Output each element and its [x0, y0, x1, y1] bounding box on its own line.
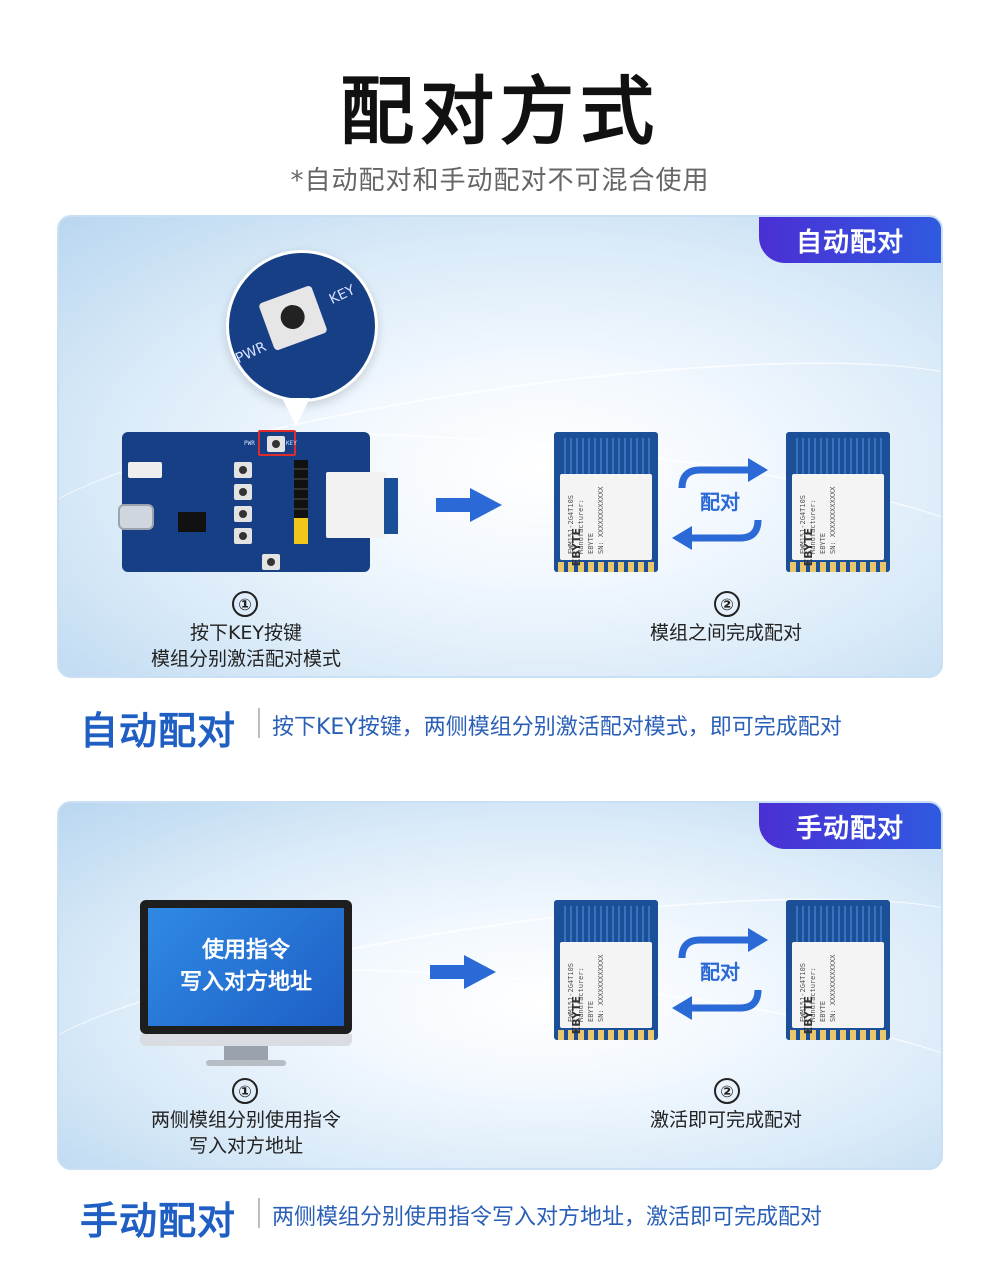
manual-description: 两侧模组分别使用指令写入对方地址，激活即可完成配对 — [272, 1205, 823, 1230]
manual-heading: 手动配对 — [80, 1199, 237, 1243]
step-1-number: ① — [232, 591, 258, 617]
key-switch-icon — [258, 284, 328, 352]
usb-c-port-icon — [118, 504, 154, 530]
step-1-text: 两侧模组分别使用指令写入对方地址 — [150, 1109, 341, 1157]
monitor-text-line2: 写入对方地址 — [179, 970, 312, 995]
test-board-image: PWR KEY — [118, 430, 398, 572]
manual-pairing-tag: 手动配对 — [759, 803, 941, 849]
step-1-text: 按下KEY按键模组分别激活配对模式 — [150, 622, 341, 670]
key-highlight-box — [258, 430, 296, 456]
right-arrow-icon — [430, 955, 496, 989]
step-2-number: ② — [714, 1078, 740, 1104]
auto-description: 按下KEY按键，两侧模组分别激活配对模式，即可完成配对 — [272, 715, 842, 740]
step-2-text: 模组之间完成配对 — [649, 622, 802, 644]
monitor-image: 使用指令 写入对方地址 — [140, 900, 352, 1034]
auto-pairing-tag: 自动配对 — [759, 217, 941, 263]
pair-swap-icon: 配对 — [672, 928, 768, 1020]
step-1-number: ① — [232, 1078, 258, 1104]
monitor-text-line1: 使用指令 — [201, 938, 290, 963]
zoom-key-label: KEY — [326, 282, 358, 308]
step-2-number: ② — [714, 591, 740, 617]
right-arrow-icon — [436, 488, 502, 522]
step-2-text: 激活即可完成配对 — [649, 1109, 802, 1131]
zoom-pwr-label: PWR — [233, 338, 269, 368]
page-subtitle: *自动配对和手动配对不可混合使用 — [290, 166, 710, 196]
page-title: 配对方式 — [340, 69, 660, 155]
pair-label: 配对 — [700, 960, 740, 984]
pair-label: 配对 — [700, 490, 740, 514]
key-button-zoom: KEY PWR — [226, 250, 378, 402]
board-key-button — [267, 436, 285, 452]
zoom-pointer — [282, 398, 310, 426]
pair-swap-icon: 配对 — [672, 458, 768, 550]
auto-heading: 自动配对 — [80, 709, 237, 753]
